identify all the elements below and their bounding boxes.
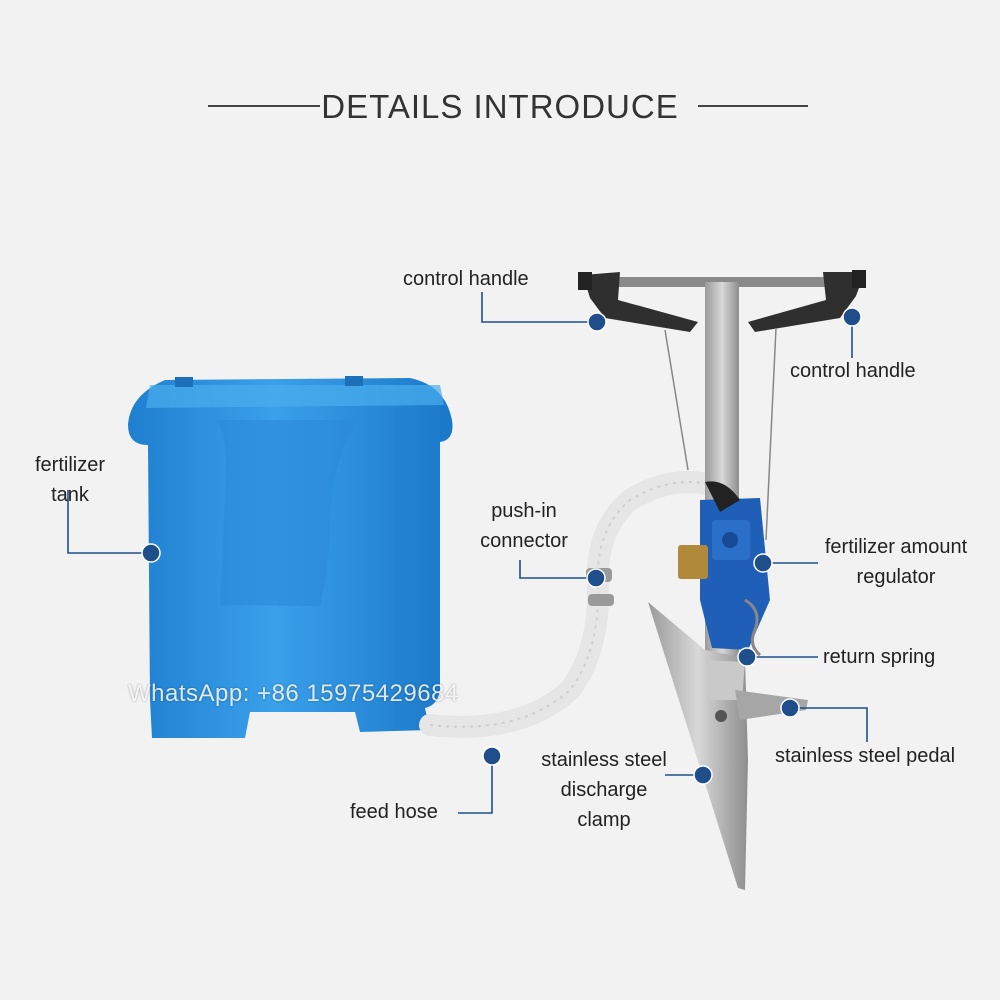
label-regulator-line2: regulator <box>856 566 936 588</box>
fertilizer-tank-illustration <box>128 376 453 738</box>
dot-push-in-connector <box>586 568 606 588</box>
label-fertilizer-tank-line2: tank <box>51 484 89 506</box>
dot-regulator <box>753 553 773 573</box>
label-fertilizer-tank: fertilizer tank <box>20 450 120 510</box>
dot-pedal <box>780 698 800 718</box>
label-control-handle-left: control handle <box>403 268 529 290</box>
label-regulator-line1: fertilizer amount <box>824 536 968 558</box>
heading-rule-left <box>208 105 320 107</box>
label-control-handle-right: control handle <box>790 360 916 382</box>
label-clamp-line1: stainless steel <box>541 749 667 771</box>
label-return-spring: return spring <box>823 646 936 668</box>
leader-line-feed-hose <box>458 756 493 814</box>
leader-line-fertilizer-tank <box>67 490 151 554</box>
label-push-in-line1: push-in <box>491 500 557 522</box>
label-clamp-line3: clamp <box>577 809 631 831</box>
leader-line-control-handle-left <box>481 292 597 323</box>
label-push-in-connector: push-in connector <box>466 496 582 556</box>
dot-fertilizer-tank <box>141 543 161 563</box>
dot-feed-hose <box>482 746 502 766</box>
page-title: DETAILS INTRODUCE <box>321 88 679 125</box>
dot-control-handle-right <box>842 307 862 327</box>
clamp-illustration <box>648 602 808 890</box>
dot-control-handle-left <box>587 312 607 332</box>
leader-lines <box>67 292 868 814</box>
dot-clamp <box>693 765 713 785</box>
leader-line-pedal <box>790 707 868 742</box>
label-push-in-line2: connector <box>480 530 568 552</box>
leader-line-push-in-connector <box>519 560 596 579</box>
label-feed-hose: feed hose <box>350 801 438 823</box>
heading-rule-right <box>698 105 808 107</box>
dot-return-spring <box>737 647 757 667</box>
label-clamp-line2: discharge <box>560 779 648 801</box>
label-clamp: stainless steel discharge clamp <box>528 745 680 835</box>
label-fertilizer-tank-line1: fertilizer <box>34 454 105 476</box>
label-pedal: stainless steel pedal <box>775 745 956 767</box>
watermark-text: WhatsApp: +86 15975429684 <box>128 680 459 707</box>
regulator-illustration <box>678 481 770 657</box>
label-regulator: fertilizer amount regulator <box>806 532 986 592</box>
